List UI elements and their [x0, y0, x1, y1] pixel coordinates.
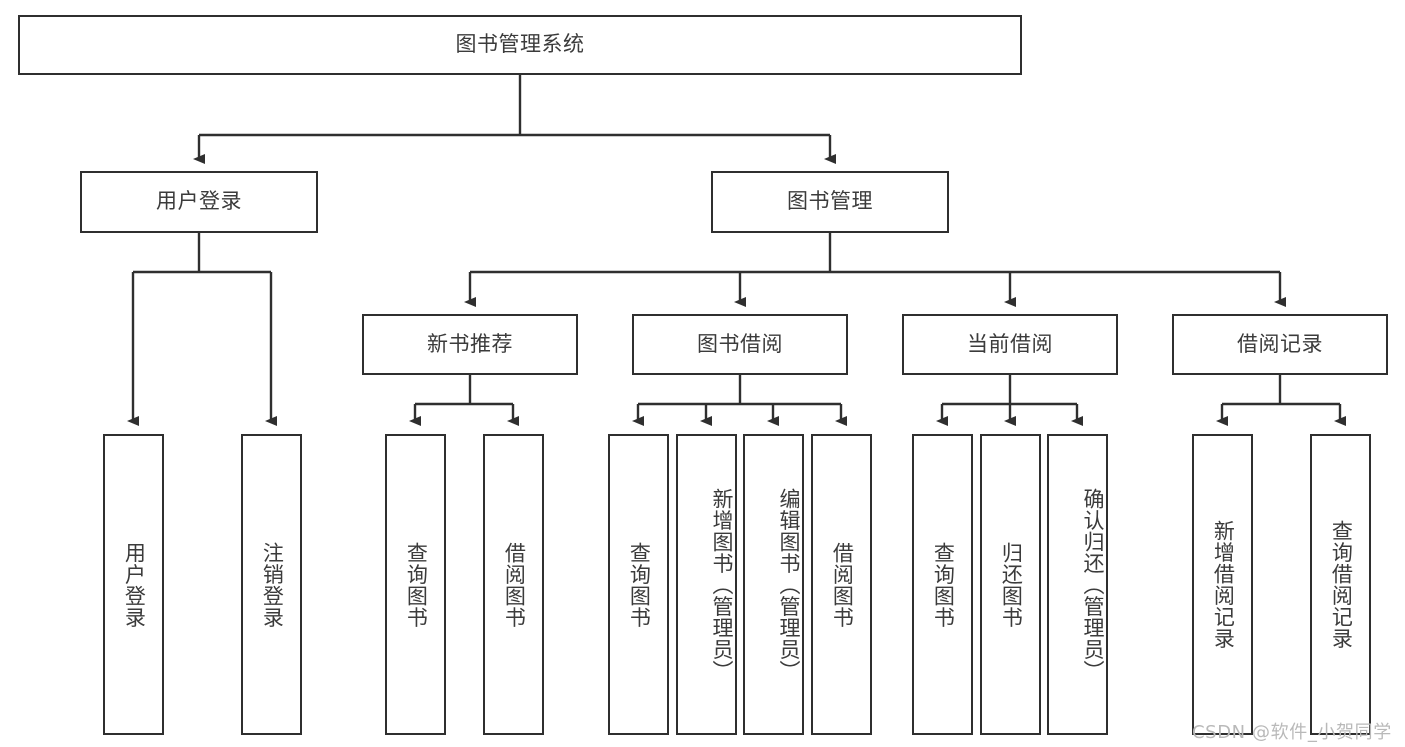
leaf-borrow-book-2-label: 借阅图书	[830, 541, 855, 628]
csdn-watermark: CSDN @软件_小贺同学	[1192, 722, 1392, 743]
leaf-query-book-2-label: 查询图书	[627, 541, 652, 628]
leaf-query-record[interactable]: 查询借阅记录	[1310, 434, 1371, 735]
leaf-borrow-book-2[interactable]: 借阅图书	[811, 434, 872, 735]
leaf-confirm-return-label: 确认归还（管理员）	[1081, 487, 1105, 682]
leaf-user-login-label: 用户登录	[122, 541, 147, 628]
node-user-login[interactable]: 用户登录	[80, 171, 318, 233]
leaf-query-book-1-label: 查询图书	[404, 541, 429, 628]
leaf-add-record-label: 新增借阅记录	[1211, 520, 1236, 649]
leaf-query-book-3[interactable]: 查询图书	[912, 434, 973, 735]
leaf-add-record[interactable]: 新增借阅记录	[1192, 434, 1253, 735]
leaf-user-logout[interactable]: 注销登录	[241, 434, 302, 735]
node-book-borrow[interactable]: 图书借阅	[632, 314, 848, 375]
node-user-login-label: 用户登录	[156, 189, 242, 214]
leaf-add-book[interactable]: 新增图书（管理员）	[676, 434, 737, 735]
node-root[interactable]: 图书管理系统	[18, 15, 1022, 75]
leaf-borrow-book-1-label: 借阅图书	[502, 541, 527, 628]
leaf-query-book-3-label: 查询图书	[931, 541, 956, 628]
leaf-add-book-label: 新增图书（管理员）	[710, 487, 734, 682]
node-current-borrow[interactable]: 当前借阅	[902, 314, 1118, 375]
leaf-user-logout-label: 注销登录	[260, 541, 285, 628]
node-current-borrow-label: 当前借阅	[967, 331, 1053, 356]
node-new-book-recommend[interactable]: 新书推荐	[362, 314, 578, 375]
node-book-manage-label: 图书管理	[787, 189, 873, 214]
node-root-label: 图书管理系统	[455, 32, 585, 57]
leaf-return-book[interactable]: 归还图书	[980, 434, 1041, 735]
node-new-book-recommend-label: 新书推荐	[427, 331, 513, 356]
leaf-query-record-label: 查询借阅记录	[1329, 520, 1354, 649]
leaf-borrow-book-1[interactable]: 借阅图书	[483, 434, 544, 735]
node-borrow-record-label: 借阅记录	[1237, 331, 1323, 356]
leaf-query-book-2[interactable]: 查询图书	[608, 434, 669, 735]
leaf-edit-book[interactable]: 编辑图书（管理员）	[743, 434, 804, 735]
leaf-query-book-1[interactable]: 查询图书	[385, 434, 446, 735]
leaf-user-login[interactable]: 用户登录	[103, 434, 164, 735]
node-book-manage[interactable]: 图书管理	[711, 171, 949, 233]
leaf-confirm-return[interactable]: 确认归还（管理员）	[1047, 434, 1108, 735]
leaf-return-book-label: 归还图书	[999, 541, 1024, 628]
leaf-edit-book-label: 编辑图书（管理员）	[777, 487, 801, 682]
node-borrow-record[interactable]: 借阅记录	[1172, 314, 1388, 375]
node-book-borrow-label: 图书借阅	[697, 331, 783, 356]
